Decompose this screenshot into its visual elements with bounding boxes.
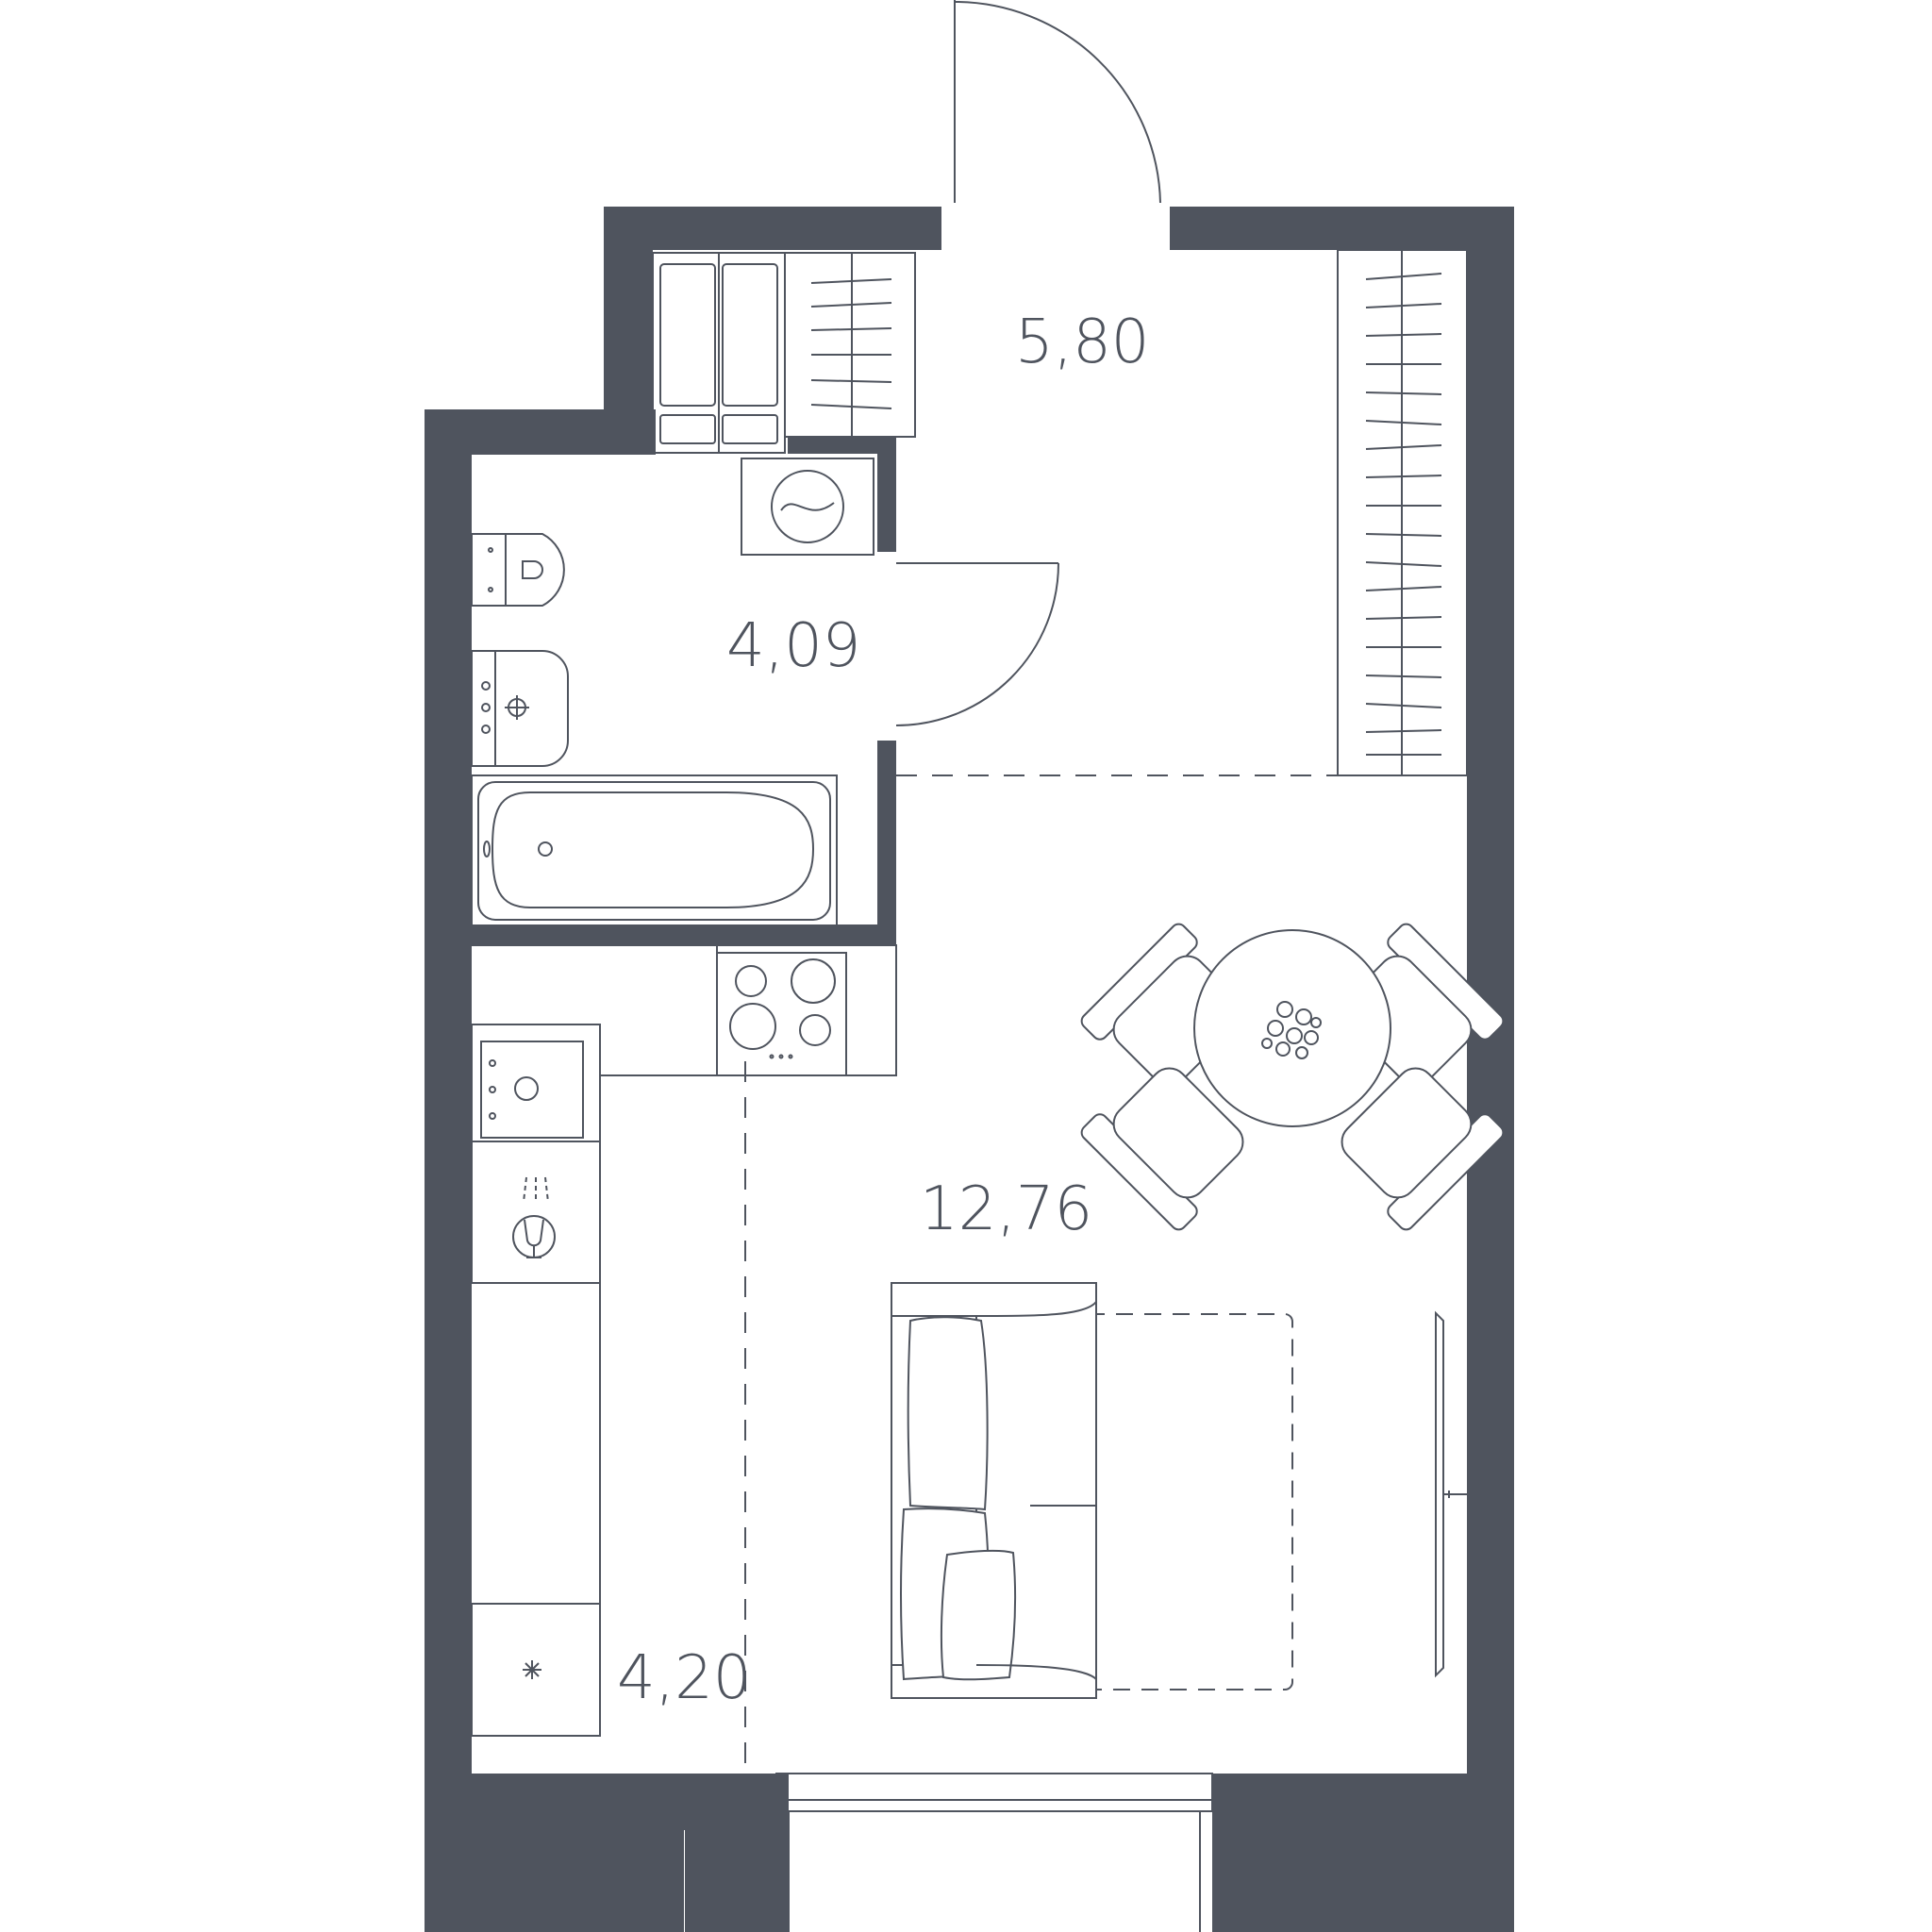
wardrobe-hall: [1337, 249, 1468, 776]
area-label-kitchen: 4,20: [617, 1643, 752, 1713]
area-label-hall: 5,80: [1015, 308, 1150, 377]
wardrobe-top: [652, 252, 916, 454]
kitchen-counter: [471, 944, 897, 1737]
tv-icon: [1435, 1310, 1467, 1678]
sofa-icon: [891, 1282, 1293, 1699]
flower-vase-icon: [1261, 1001, 1322, 1059]
area-label-bathroom: 4,09: [726, 611, 861, 681]
fridge-icon: [523, 1660, 541, 1679]
area-label-living-room: 12,76: [920, 1174, 1092, 1244]
sink-icon: [471, 650, 569, 767]
stove-icon: [716, 944, 847, 1076]
toilet-icon: [471, 533, 565, 607]
exterior-walls: [425, 207, 1514, 1932]
entrance-door: [954, 0, 1161, 204]
bathtub-icon: [471, 774, 838, 927]
bathroom-door: [895, 562, 1059, 726]
window: [775, 1773, 1213, 1932]
dishwasher-icon: [512, 1176, 556, 1258]
kitchen-sink-icon: [480, 1041, 584, 1139]
washing-machine-icon: [741, 458, 874, 556]
dining-set-icon: [1080, 923, 1505, 1231]
interior-walls: [472, 437, 896, 946]
